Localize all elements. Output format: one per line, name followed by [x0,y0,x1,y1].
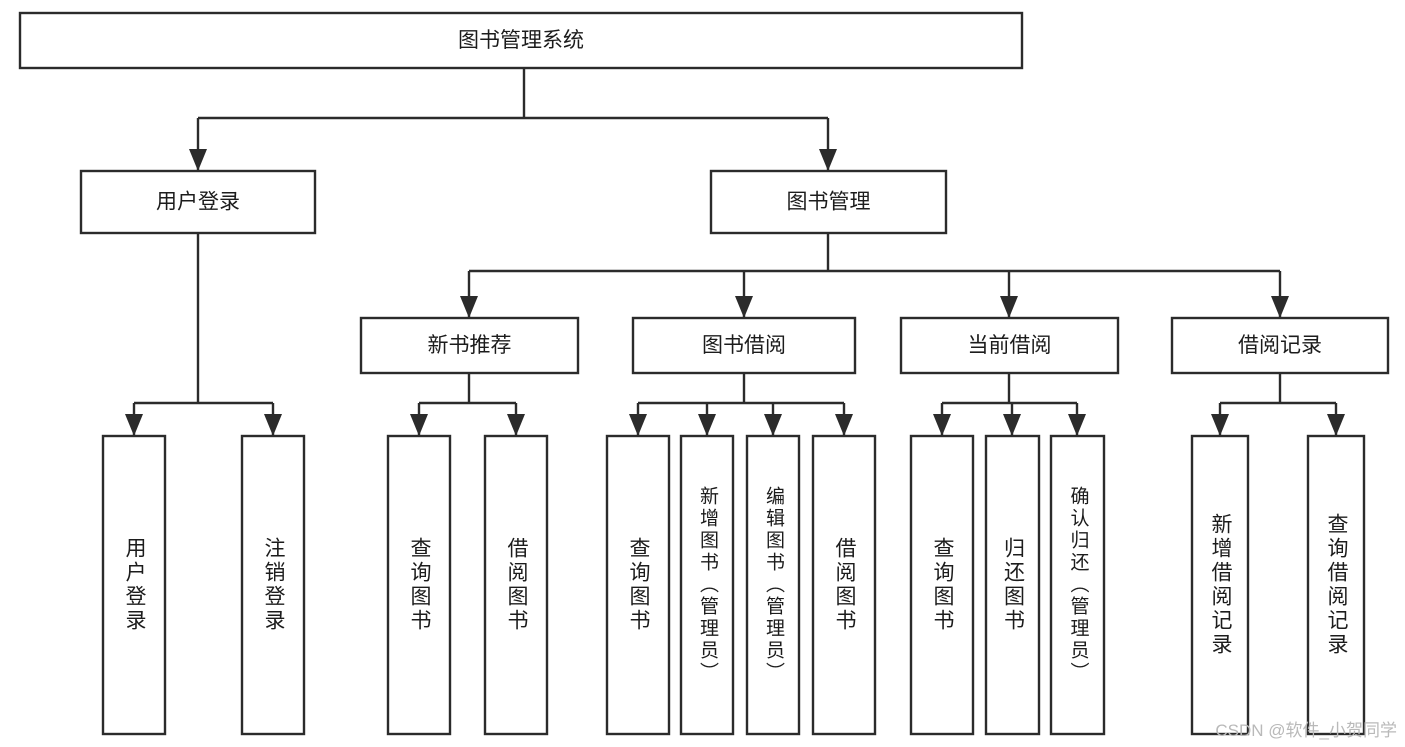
connector-arrowhead [629,414,647,436]
node-box-new-book-recommend[interactable] [359,316,580,375]
node-box-leaf-user-login[interactable] [101,434,167,736]
node-box-book-borrow[interactable] [631,316,857,375]
connector-arrowhead [933,414,951,436]
connector-arrowhead [460,296,478,318]
node-label-borrow-record: 借阅记录 [1238,334,1322,357]
node-box-leaf-edit-book-admin[interactable] [745,434,801,736]
connector-book-manage-bus [460,233,1289,318]
connector-arrowhead [264,414,282,436]
node-box-leaf-add-book-admin[interactable] [679,434,735,736]
node-label-root: 图书管理系统 [458,29,584,52]
node-label-book-manage: 图书管理 [787,191,871,214]
connector-arrowhead [1211,414,1229,436]
node-box-leaf-query-book-recommend[interactable] [386,434,452,736]
connector-arrowhead [1327,414,1345,436]
connector-borrow-record-bus [1211,373,1345,436]
connector-arrowhead [835,414,853,436]
node-box-leaf-borrow-book-recommend[interactable] [483,434,549,736]
node-label-current-borrow: 当前借阅 [968,334,1052,357]
connector-arrowhead [1003,414,1021,436]
connector-new-book-recommend-bus [410,373,525,436]
connector-arrowhead [1271,296,1289,318]
node-box-leaf-user-logout[interactable] [240,434,306,736]
nodes-layer [18,11,1390,736]
connector-current-borrow-bus [933,373,1086,436]
node-box-root[interactable] [18,11,1024,70]
node-box-borrow-record[interactable] [1170,316,1390,375]
node-box-leaf-query-book-borrow[interactable] [605,434,671,736]
node-box-current-borrow[interactable] [899,316,1120,375]
node-box-leaf-add-borrow-record[interactable] [1190,434,1250,736]
connector-root-bus [189,68,837,171]
node-box-user-login[interactable] [79,169,317,235]
csdn-watermark: CSDN @软件_小贺同学 [1215,721,1397,740]
connector-arrowhead [410,414,428,436]
node-label-new-book-recommend: 新书推荐 [428,334,512,357]
node-box-leaf-query-borrow-record[interactable] [1306,434,1366,736]
connector-arrowhead [819,149,837,171]
connectors-layer [125,68,1345,436]
connector-user-login-bus [125,233,282,436]
connector-arrowhead [764,414,782,436]
connector-arrowhead [189,149,207,171]
node-box-leaf-borrow-book[interactable] [811,434,877,736]
connector-arrowhead [735,296,753,318]
node-box-book-manage[interactable] [709,169,948,235]
node-box-leaf-query-book-current[interactable] [909,434,975,736]
node-box-leaf-return-book[interactable] [984,434,1041,736]
connector-arrowhead [1000,296,1018,318]
connector-book-borrow-bus [629,373,853,436]
node-box-leaf-confirm-return-admin[interactable] [1049,434,1106,736]
connector-arrowhead [507,414,525,436]
connector-arrowhead [1068,414,1086,436]
node-label-book-borrow: 图书借阅 [702,334,786,357]
connector-arrowhead [125,414,143,436]
connector-arrowhead [698,414,716,436]
node-label-user-login: 用户登录 [156,191,240,214]
